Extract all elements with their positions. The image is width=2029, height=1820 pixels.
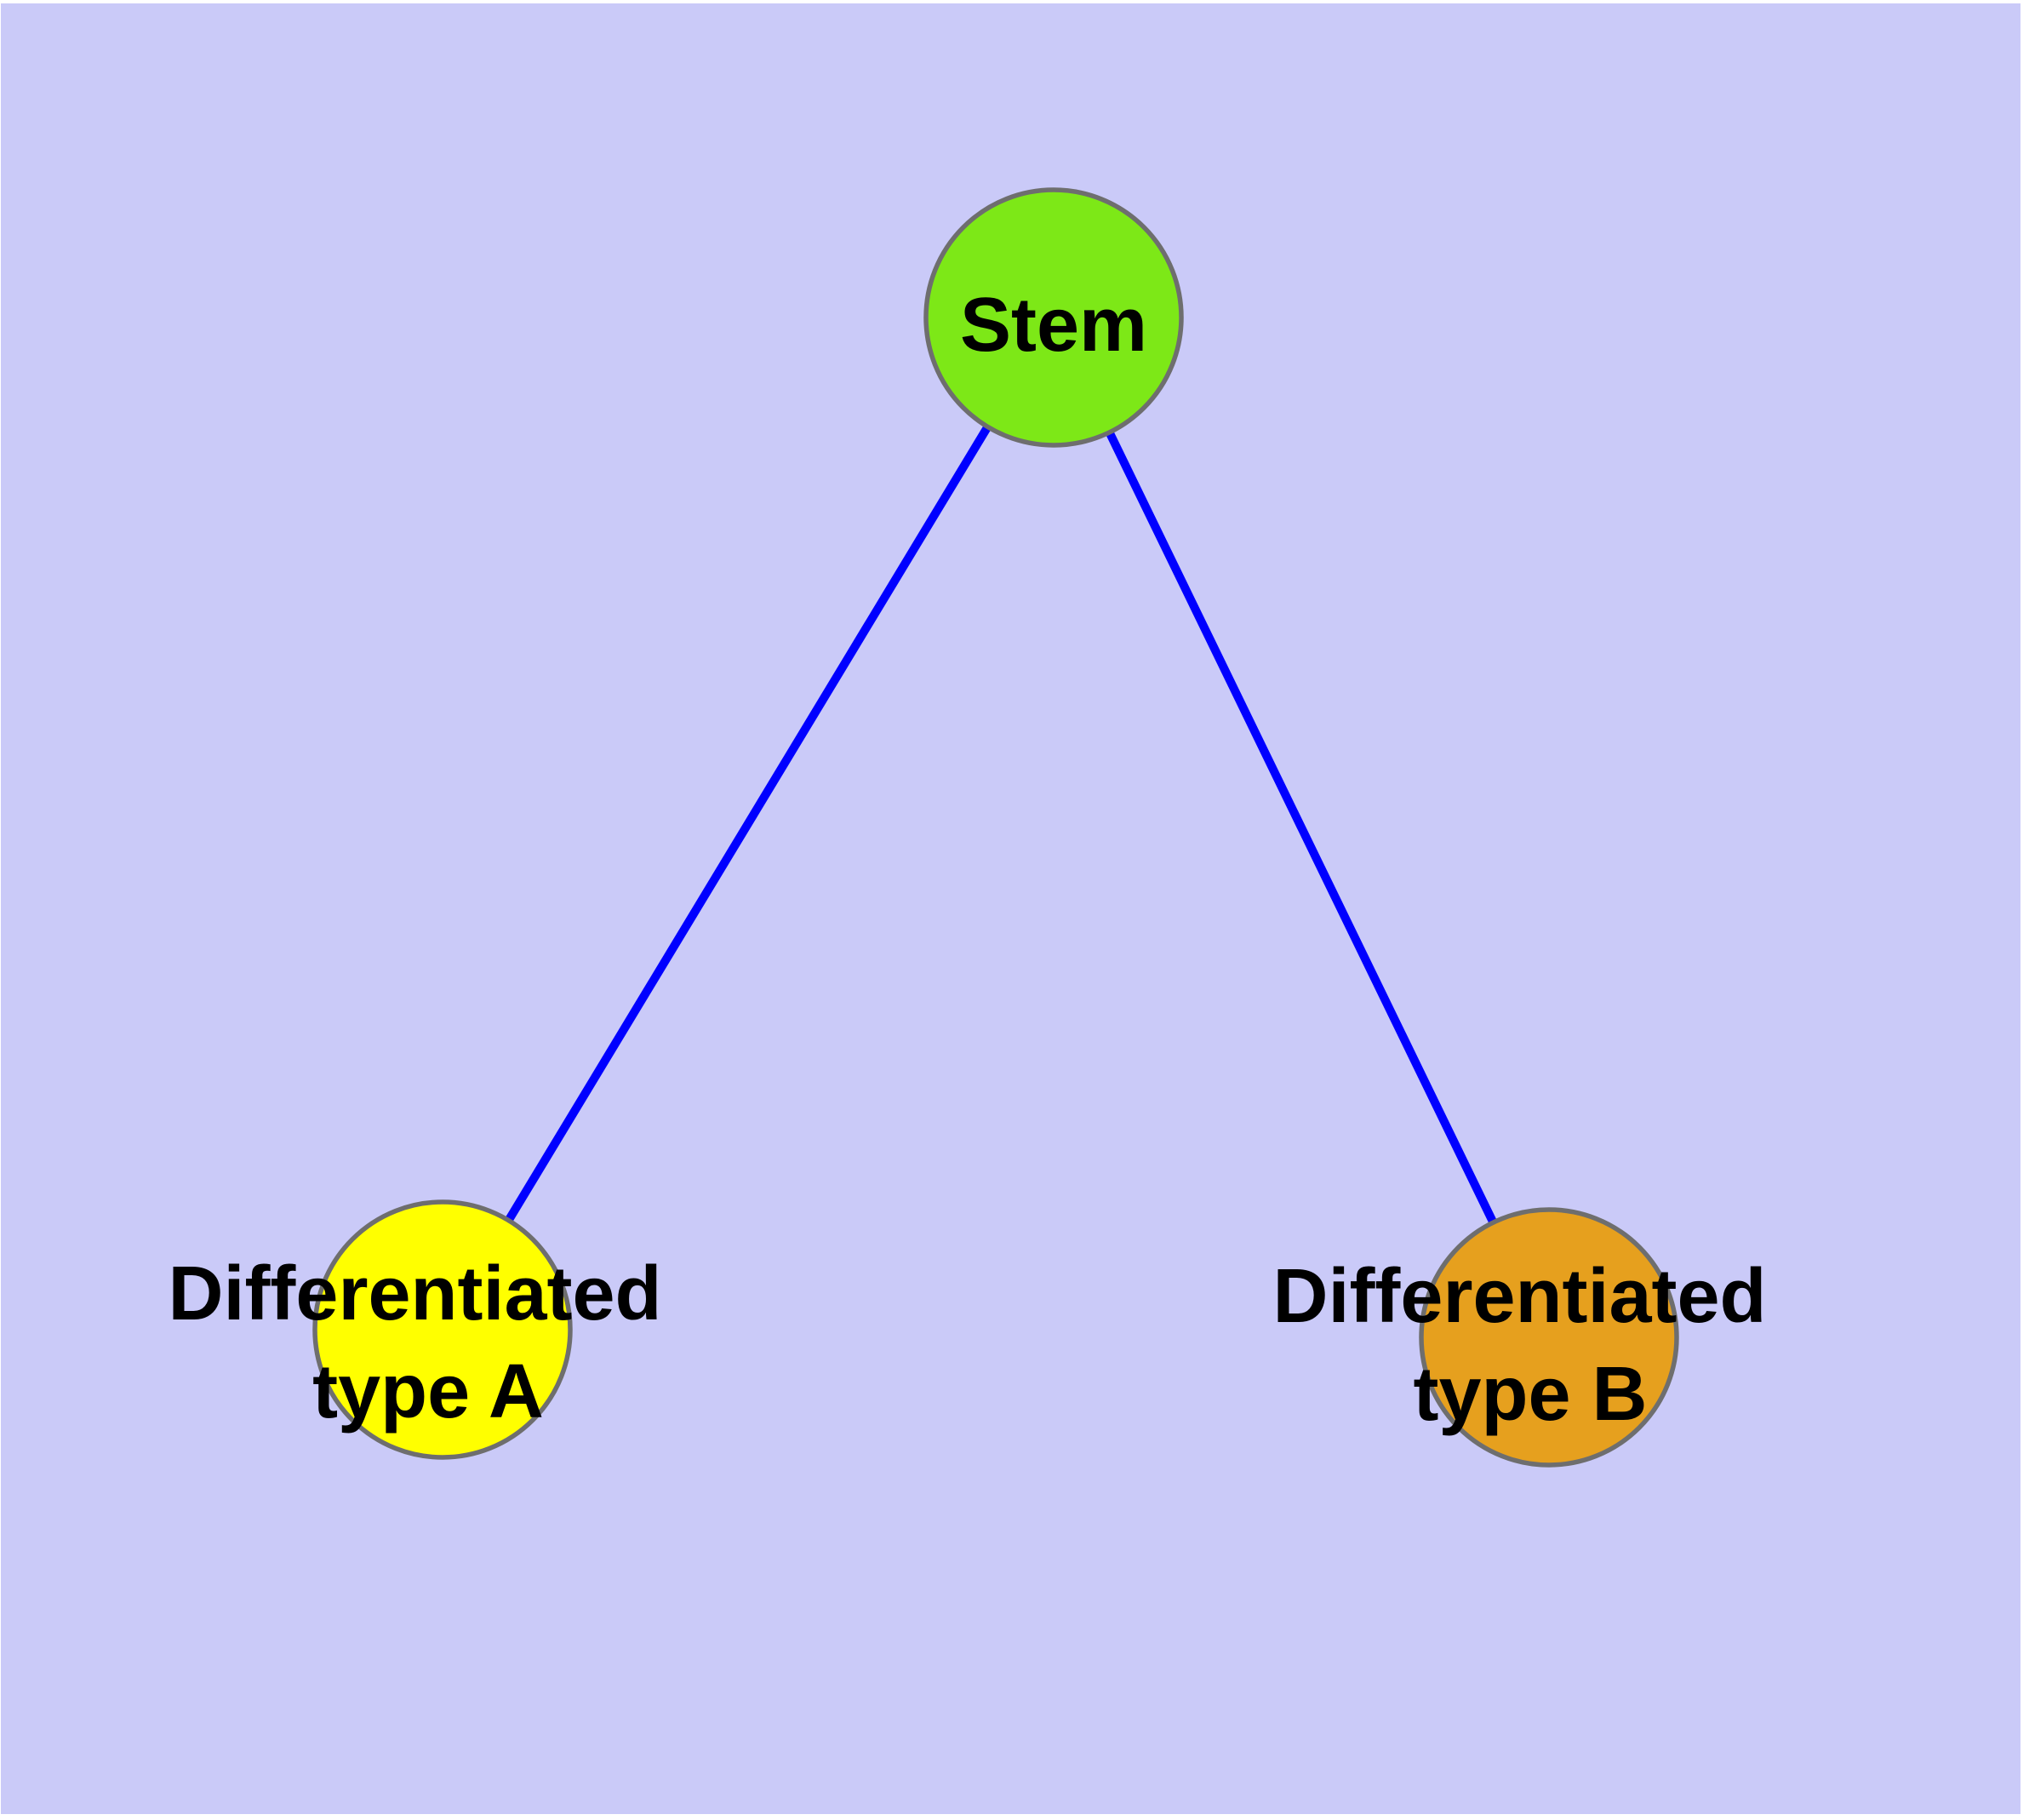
node-type-a-circle[interactable] <box>312 1199 573 1460</box>
node-type-b-label: Differentiated type B <box>1272 1254 1787 1437</box>
node-type-b-circle[interactable] <box>1419 1207 1679 1468</box>
node-type-a-label-line1: Differentiated <box>168 1251 661 1336</box>
edge-stem-to-type-a[interactable] <box>438 315 1058 1332</box>
node-stem-label: Stem <box>960 283 1147 368</box>
edge-stem-to-type-b[interactable] <box>1049 315 1553 1340</box>
node-type-b-label-line1: Differentiated <box>1272 1254 1766 1339</box>
node-type-b-label-line2: type B <box>1413 1352 1647 1437</box>
node-stem-circle[interactable] <box>923 187 1184 448</box>
node-type-a-label: Differentiated type A <box>168 1251 683 1434</box>
node-type-a-label-line2: type A <box>312 1349 544 1434</box>
